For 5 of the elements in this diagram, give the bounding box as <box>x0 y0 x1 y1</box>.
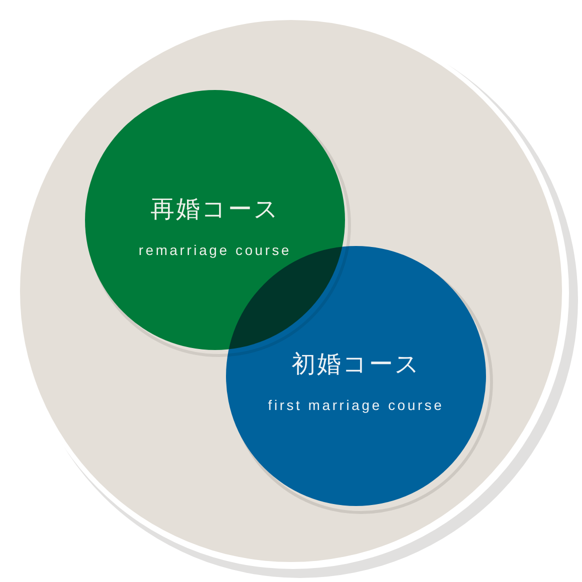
background-circle <box>20 20 562 562</box>
circle-subtitle: remarriage course <box>138 241 292 259</box>
circle-title: 初婚コース <box>291 350 421 380</box>
circle-title: 再婚コース <box>150 196 280 225</box>
circle-subtitle: first marriage course <box>268 396 444 414</box>
